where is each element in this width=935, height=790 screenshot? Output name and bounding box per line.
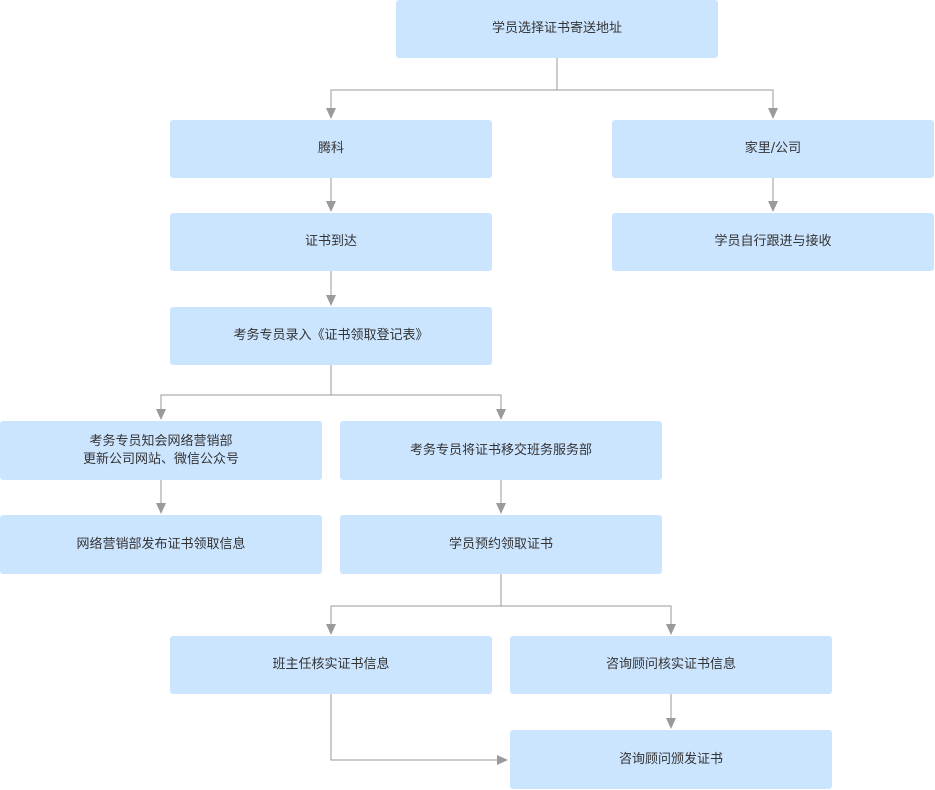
arrowhead [156,409,166,420]
node-marketing-publish: 网络营销部发布证书领取信息 [0,515,322,574]
edge-register-transfer [331,394,502,411]
arrowhead [768,201,778,212]
arrowhead [156,503,166,514]
node-start: 学员选择证书寄送地址 [396,0,718,58]
edge-student-book-head-teacher [330,574,502,626]
edge-start-tengke [330,58,558,110]
node-consultant-verify: 咨询顾问核实证书信息 [510,636,832,694]
arrowhead [326,295,336,306]
node-notify-marketing: 考务专员知会网络营销部 更新公司网站、微信公众号 [0,421,322,480]
node-head-teacher-verify: 班主任核实证书信息 [170,636,492,694]
node-cert-arrival: 证书到达 [170,213,492,271]
edge-student-book-consultant [501,605,672,626]
node-tengke: 腾科 [170,120,492,178]
node-student-self-track: 学员自行跟进与接收 [612,213,934,271]
arrowhead [768,108,778,119]
edge-head-teacher-issue [330,694,498,761]
edge-register-notify-marketing [160,365,332,411]
arrowhead [326,624,336,635]
arrowhead [666,624,676,635]
node-consultant-issue: 咨询顾问颁发证书 [510,730,832,789]
arrowhead [326,201,336,212]
edge-start-home-company [557,89,774,110]
arrowhead [326,108,336,119]
node-student-book: 学员预约领取证书 [340,515,662,574]
arrowhead [496,409,506,420]
node-transfer-class-service: 考务专员将证书移交班务服务部 [340,421,662,480]
node-home-company: 家里/公司 [612,120,934,178]
arrowhead [666,718,676,729]
arrowhead [497,755,508,765]
node-exam-staff-register: 考务专员录入《证书领取登记表》 [170,307,492,365]
arrowhead [496,503,506,514]
